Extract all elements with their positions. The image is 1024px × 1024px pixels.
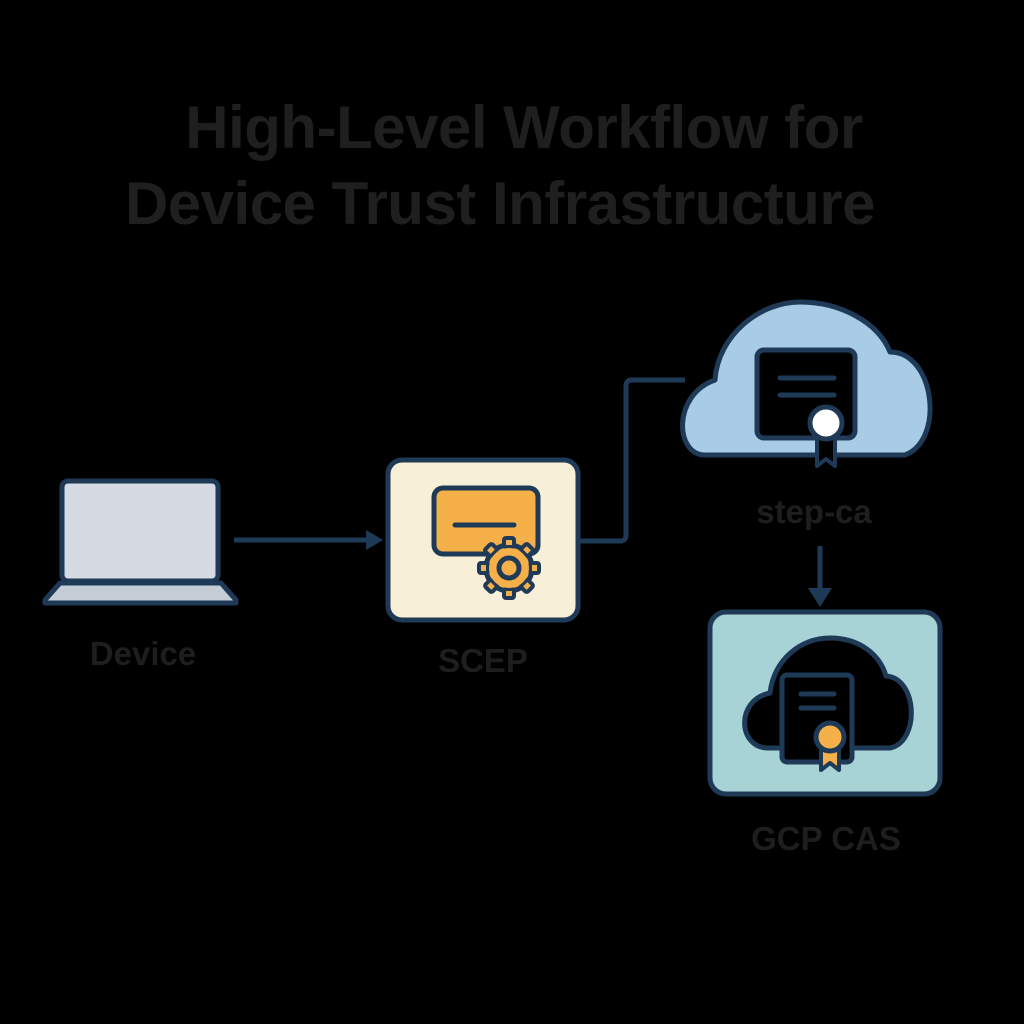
certificate-gear-icon <box>431 485 541 600</box>
diagram-title-line-1: High-Level Workflow for <box>185 94 863 161</box>
node-label-step-ca: step-ca <box>756 493 872 530</box>
node-label-scep: SCEP <box>438 642 528 679</box>
arrow-stepca-to-gcpcas <box>808 546 832 607</box>
cloud-certificate-badge-icon <box>742 635 914 772</box>
node-label-device: Device <box>89 635 197 672</box>
arrow-device-to-scep <box>234 530 383 550</box>
laptop-icon <box>42 478 239 606</box>
connector-scep-to-stepca <box>578 377 685 544</box>
diagram-title-line-2: Device Trust Infrastructure <box>124 170 876 237</box>
node-label-gcp-cas: GCP CAS <box>751 820 901 857</box>
cloud-certificate-icon <box>680 299 933 468</box>
